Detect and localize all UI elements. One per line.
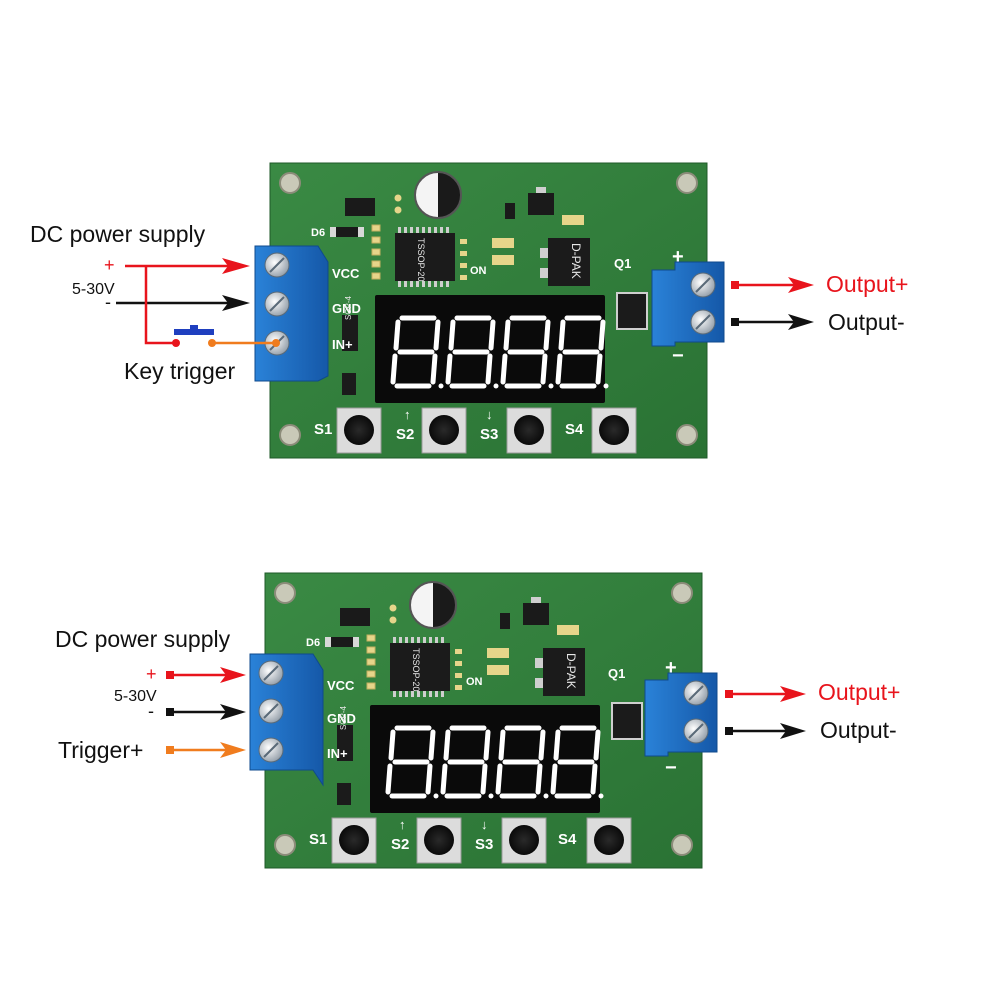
bottom-s1-label: S1: [309, 831, 327, 848]
top-wires: [116, 258, 814, 347]
top-output-minus-label: Output-: [828, 309, 905, 335]
top-s2-arrow: ↑: [404, 407, 411, 422]
bottom-s4-label: S4: [558, 831, 577, 848]
top-output-terminal: [651, 261, 725, 347]
top-in-label: IN+: [332, 337, 353, 352]
bottom-wires: [166, 667, 806, 758]
bottom-tssop-label: TSSOP-20: [411, 648, 421, 692]
top-output-plus-label: Output+: [826, 271, 908, 297]
bottom-d6-label: D6: [306, 637, 320, 649]
bottom-power-label: DC power supply: [55, 626, 231, 652]
bottom-output-plus-label: Output+: [818, 679, 900, 705]
bottom-output-minus-label: Output-: [820, 717, 897, 743]
top-s1-label: S1: [314, 421, 332, 438]
top-s3-label: S3: [480, 426, 498, 443]
bottom-s2-arrow: ↑: [399, 817, 406, 832]
top-tssop-label: TSSOP-20: [416, 238, 426, 282]
top-dpak-label: D-PAK: [569, 243, 583, 279]
top-plus-sign: +: [104, 255, 115, 275]
bottom-diagram: DC power supply + 5-30V - Trigger+ VCC G…: [55, 572, 900, 869]
bottom-voltage-label: 5-30V: [114, 688, 157, 705]
bottom-s3-label: S3: [475, 836, 493, 853]
top-trigger-label: Key trigger: [124, 358, 236, 384]
top-s2-label: S2: [396, 426, 414, 443]
top-out-minus-sign: −: [672, 345, 684, 367]
top-vcc-label: VCC: [332, 266, 360, 281]
bottom-in-label: IN+: [327, 746, 348, 761]
bottom-sop-label: SOP-4: [339, 705, 348, 730]
top-s4-label: S4: [565, 421, 584, 438]
top-power-label: DC power supply: [30, 221, 206, 247]
top-minus-sign: -: [105, 292, 111, 312]
bottom-gnd-label: GND: [327, 711, 356, 726]
top-on-label: ON: [470, 265, 487, 277]
bottom-minus-sign: -: [148, 701, 154, 721]
top-q1-label: Q1: [614, 256, 631, 271]
bottom-s2-label: S2: [391, 836, 409, 853]
top-d6-label: D6: [311, 227, 325, 239]
bottom-plus-sign: +: [146, 664, 157, 684]
bottom-q1-label: Q1: [608, 666, 625, 681]
top-gnd-label: GND: [332, 301, 361, 316]
bottom-on-label: ON: [466, 676, 483, 688]
bottom-trigger-label: Trigger+: [58, 737, 143, 763]
bottom-input-terminal: [249, 653, 324, 787]
bottom-vcc-label: VCC: [327, 678, 355, 693]
bottom-dpak-label: D-PAK: [564, 653, 578, 689]
top-voltage-label: 5-30V: [72, 281, 115, 298]
top-sop-label: SOP-4: [344, 295, 353, 320]
bottom-out-plus-sign: +: [665, 657, 677, 679]
top-out-plus-sign: +: [672, 246, 684, 268]
bottom-output-terminal: [644, 672, 718, 757]
top-diagram: DC power supply + 5-30V - Key trigger VC…: [30, 162, 908, 459]
bottom-out-minus-sign: −: [665, 757, 677, 779]
top-s3-arrow: ↓: [486, 407, 493, 422]
bottom-s3-arrow: ↓: [481, 817, 488, 832]
top-input-terminal: [254, 245, 329, 382]
